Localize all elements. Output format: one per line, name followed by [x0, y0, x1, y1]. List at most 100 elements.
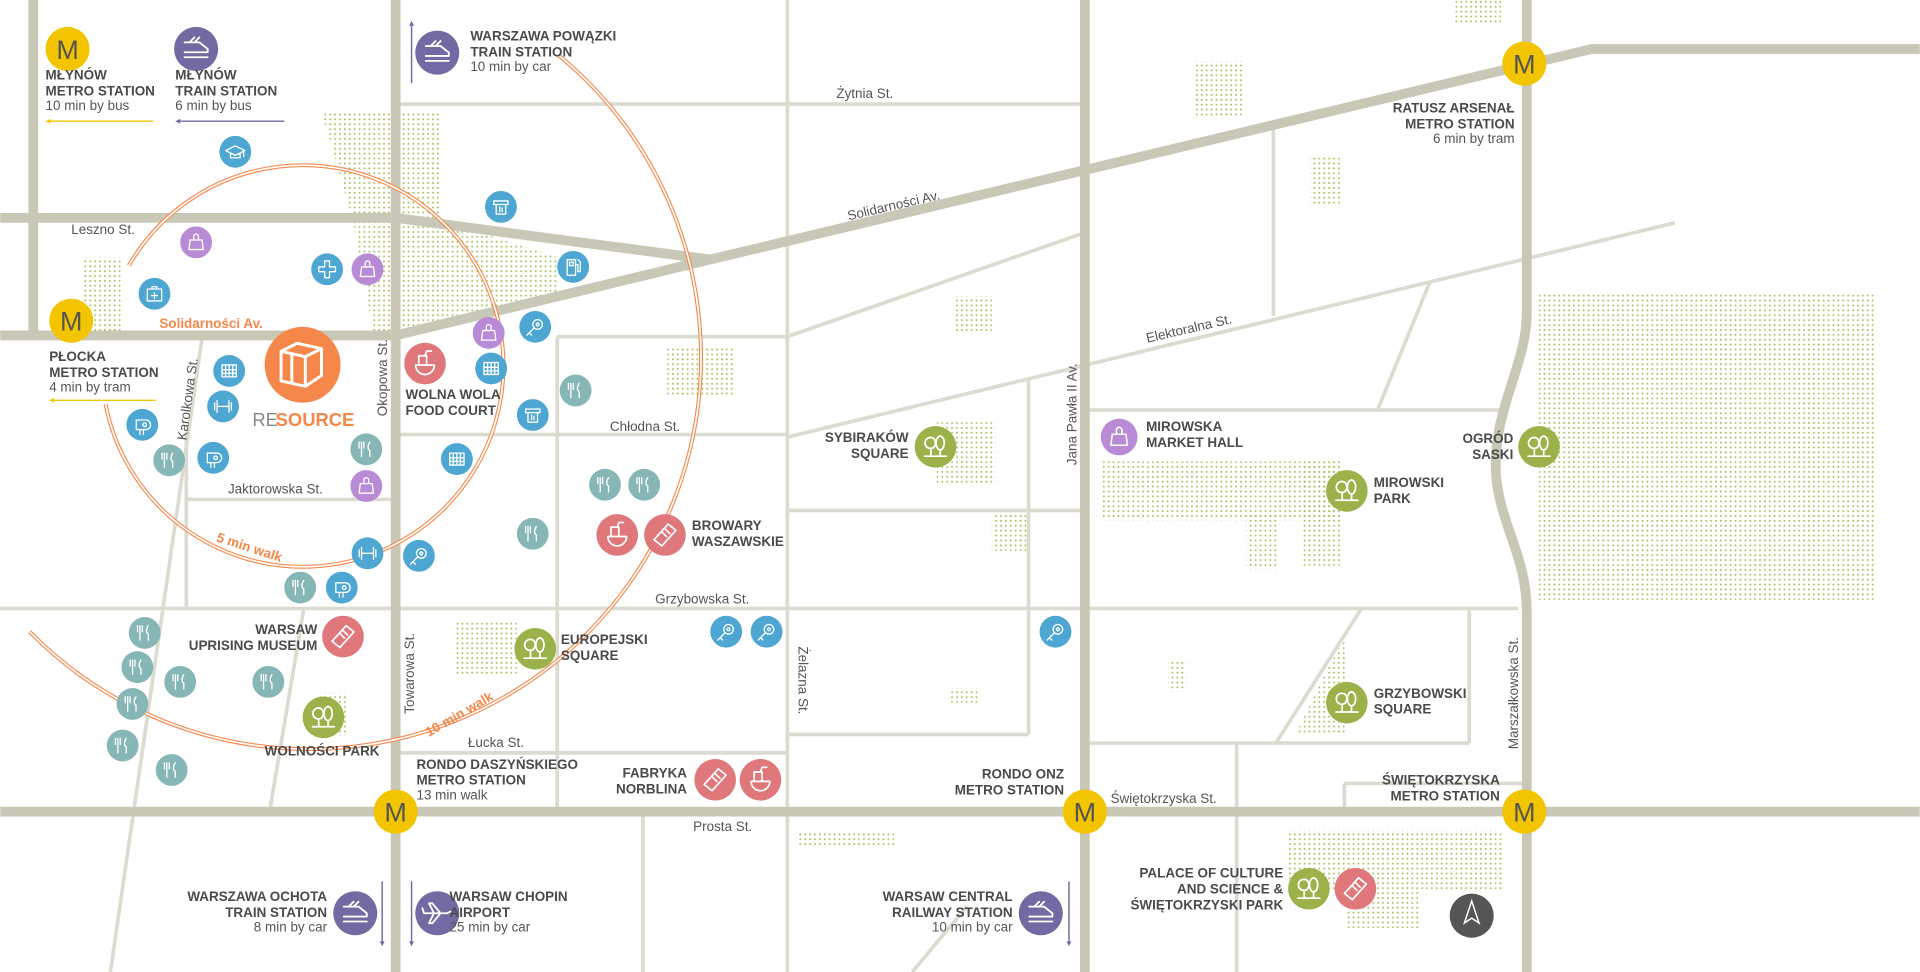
shopping-marker[interactable]	[351, 253, 384, 286]
metro-marker[interactable]: M	[49, 298, 94, 343]
restaurant-marker[interactable]	[155, 754, 188, 786]
restaurant-marker[interactable]	[350, 433, 383, 466]
park-marker[interactable]	[1326, 681, 1368, 724]
restaurant-marker[interactable]	[516, 517, 549, 550]
service-marker[interactable]	[402, 539, 435, 572]
culture-marker[interactable]	[739, 758, 782, 801]
metro-icon: M	[1513, 797, 1535, 827]
place-name: WARSZAWA OCHOTA	[187, 889, 327, 904]
culture-marker[interactable]	[644, 514, 686, 556]
place-name: OGRÓD	[1463, 431, 1514, 446]
place-name: METRO STATION	[46, 83, 155, 98]
service-marker[interactable]	[138, 277, 171, 310]
service-marker[interactable]	[219, 135, 252, 168]
service-marker[interactable]	[197, 441, 230, 474]
place-name: SYBIRAKÓW	[825, 430, 909, 445]
walk-radius-5min	[103, 163, 506, 569]
park-marker[interactable]	[914, 426, 957, 468]
service-marker[interactable]	[207, 390, 239, 423]
restaurant-marker[interactable]	[164, 665, 197, 698]
restaurant-marker[interactable]	[559, 374, 592, 407]
service-marker[interactable]	[485, 190, 517, 223]
travel-time: 6 min by tram	[1433, 131, 1515, 146]
culture-marker[interactable]	[1334, 867, 1377, 910]
street-label-marszalkowska: Marszałkowska St.	[1506, 637, 1521, 749]
service-marker[interactable]	[126, 408, 159, 441]
service-marker[interactable]	[213, 355, 246, 387]
shopping-marker[interactable]	[180, 226, 213, 259]
service-marker[interactable]	[325, 571, 358, 604]
place-name: METRO STATION	[1391, 789, 1500, 804]
metro-marker[interactable]: M	[1062, 789, 1107, 834]
place-name: RAILWAY STATION	[892, 905, 1013, 920]
restaurant-marker[interactable]	[284, 571, 317, 604]
street-label-okopowa: Okopowa St.	[375, 339, 390, 416]
place-name: WOLNA WOLA	[405, 387, 500, 402]
service-marker[interactable]	[311, 253, 344, 286]
place-name: PŁOCKA	[49, 349, 106, 364]
park-marker[interactable]	[302, 696, 345, 739]
service-marker[interactable]	[750, 615, 783, 648]
place-name: METRO STATION	[1405, 117, 1514, 132]
travel-time: 4 min by tram	[49, 380, 131, 395]
culture-marker[interactable]	[694, 758, 736, 801]
place-name: METRO STATION	[49, 365, 158, 380]
service-marker[interactable]	[519, 310, 552, 343]
label-wolnosci: WOLNOŚCI PARK	[265, 743, 380, 758]
culture-marker[interactable]	[322, 615, 364, 658]
shopping-marker[interactable]	[350, 470, 383, 502]
shopping-marker[interactable]	[472, 317, 505, 349]
service-marker[interactable]	[351, 537, 384, 570]
service-marker[interactable]	[475, 352, 508, 385]
train-marker[interactable]	[333, 891, 378, 936]
place-name: ŚWIĘTOKRZYSKI PARK	[1130, 898, 1283, 913]
culture-marker[interactable]	[596, 514, 639, 556]
service-marker[interactable]	[516, 399, 549, 431]
metro-marker[interactable]: M	[45, 26, 90, 72]
service-marker[interactable]	[440, 443, 473, 475]
shopping-marker[interactable]	[1100, 418, 1138, 456]
north-compass	[1449, 893, 1494, 938]
travel-time: 10 min by car	[470, 59, 551, 74]
place-name: RATUSZ ARSENAŁ	[1393, 101, 1515, 116]
restaurant-marker[interactable]	[252, 665, 285, 698]
place-name: TRAIN STATION	[225, 905, 327, 920]
place-name: PALACE OF CULTURE	[1139, 866, 1283, 881]
train-marker[interactable]	[415, 30, 460, 75]
train-marker[interactable]	[174, 26, 219, 72]
metro-marker[interactable]: M	[1502, 789, 1547, 834]
restaurant-marker[interactable]	[128, 616, 161, 649]
street-label-lucka: Łucka St.	[468, 735, 524, 750]
place-name: METRO STATION	[955, 782, 1064, 797]
place-name: TRAIN STATION	[175, 83, 277, 98]
restaurant-marker[interactable]	[589, 468, 621, 501]
train-marker[interactable]	[415, 891, 460, 936]
restaurant-marker[interactable]	[121, 651, 154, 684]
place-name: NORBLINA	[616, 781, 687, 796]
restaurant-marker[interactable]	[106, 729, 139, 762]
culture-marker[interactable]	[404, 342, 446, 385]
train-marker[interactable]	[1018, 891, 1063, 936]
service-marker[interactable]	[1039, 615, 1072, 648]
travel-time: 10 min by car	[932, 920, 1013, 935]
park-marker[interactable]	[1288, 867, 1330, 910]
park-marker[interactable]	[1518, 426, 1560, 468]
restaurant-marker[interactable]	[628, 468, 661, 501]
park-marker[interactable]	[514, 628, 557, 670]
restaurant-marker[interactable]	[116, 687, 149, 720]
service-marker[interactable]	[710, 615, 743, 648]
park-marker[interactable]	[1326, 470, 1368, 512]
place-name: WASZAWSKIE	[692, 534, 784, 549]
service-marker[interactable]	[557, 250, 590, 283]
metro-marker[interactable]: M	[1502, 41, 1547, 86]
resource-building-marker[interactable]	[264, 326, 341, 403]
metro-marker[interactable]: M	[373, 789, 418, 834]
travel-time: 25 min by car	[450, 920, 531, 935]
restaurant-marker[interactable]	[153, 444, 186, 477]
